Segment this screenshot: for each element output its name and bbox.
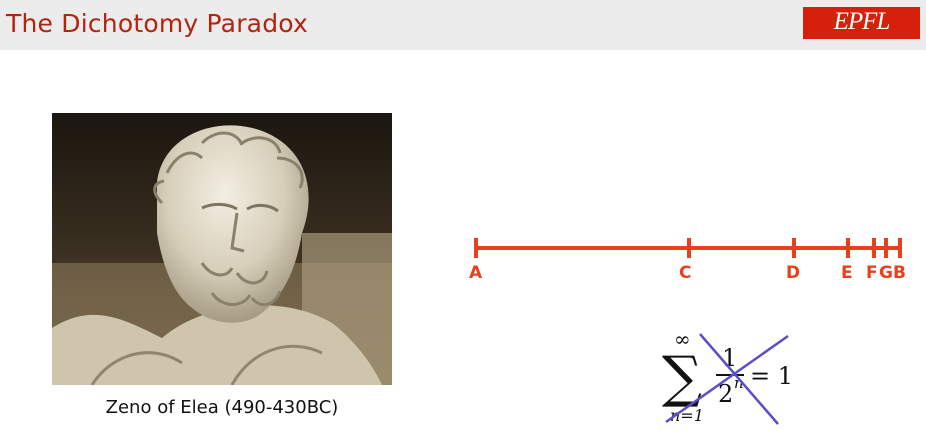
point-label-a: A — [469, 263, 483, 282]
point-label-f: F — [866, 263, 878, 282]
fraction-denominator: 2 — [718, 380, 733, 408]
strike-line-1 — [699, 333, 779, 425]
strike-line-2 — [665, 334, 789, 424]
zeno-statue-image — [52, 113, 392, 385]
sum-formula: ∞ ∑ n=1 1 2 n = 1 — [640, 322, 810, 427]
slide-header: The Dichotomy Paradox EPFL — [0, 0, 926, 50]
epfl-logo: EPFL — [803, 7, 920, 39]
point-label-d: D — [786, 263, 800, 282]
fraction-exponent: n — [734, 374, 744, 392]
sum-lower-limit: n=1 — [670, 406, 704, 425]
sum-formula-graphic: ∞ ∑ n=1 1 2 n = 1 — [662, 327, 793, 425]
point-label-e: E — [841, 263, 853, 282]
equals-one: = 1 — [750, 362, 793, 390]
sum-sigma: ∑ — [662, 345, 702, 410]
epfl-logo-text: EPFL — [833, 8, 891, 35]
point-label-b: B — [893, 263, 906, 282]
point-label-c: C — [679, 263, 691, 282]
sum-upper-limit: ∞ — [674, 327, 691, 351]
image-caption: Zeno of Elea (490-430BC) — [105, 397, 339, 418]
point-label-g: G — [879, 263, 893, 282]
slide-title: The Dichotomy Paradox — [6, 9, 308, 38]
